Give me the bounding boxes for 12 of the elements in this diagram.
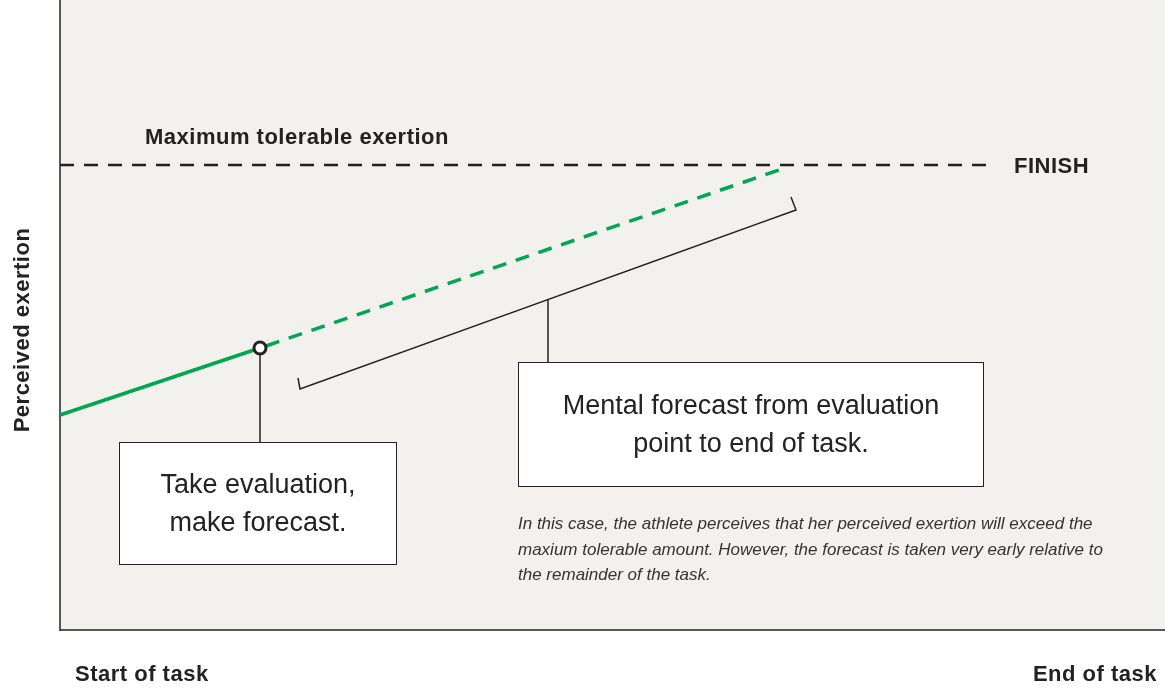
x-axis-start-label: Start of task	[75, 661, 209, 687]
threshold-label: Maximum tolerable exertion	[145, 124, 449, 150]
y-axis-title: Perceived exertion	[9, 227, 35, 433]
note-text: In this case, the athlete perceives that her perceived exertion will exceed the maxium tolerable amount. However, the forecast is taken very early relative to the remainder of the task.	[518, 513, 1104, 586]
leader-line	[547, 299, 549, 363]
x-axis-end-label: End of task	[1032, 661, 1157, 687]
callout-box: Mental forecast from evaluation point to end of task.	[518, 362, 984, 487]
bracket	[297, 196, 797, 390]
evaluation-point	[252, 340, 268, 356]
leader-line	[259, 354, 261, 443]
finish-label: FINISH	[1014, 153, 1090, 179]
callout-box: Take evaluation, make forecast.	[119, 442, 397, 565]
